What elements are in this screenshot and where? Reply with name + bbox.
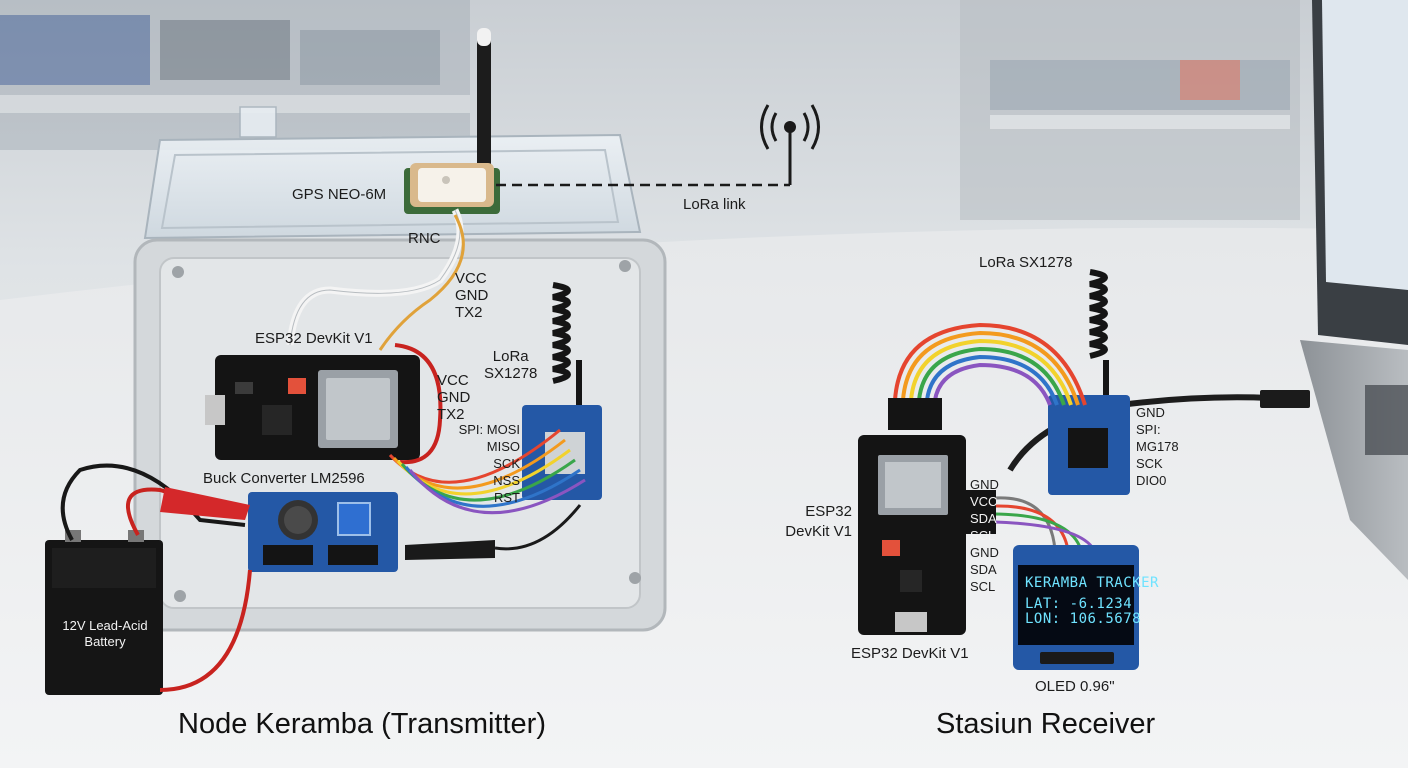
pin-spi-mosi: SPI: MOSI xyxy=(458,422,520,437)
ribbon-wires-transmitter xyxy=(388,428,586,515)
esp32-board-receiver xyxy=(858,435,966,635)
oled-line-lon: LON: 106.5678 xyxy=(1025,611,1142,627)
label-buck-converter: Buck Converter LM2596 xyxy=(203,470,365,487)
pin-gps-gnd: GND xyxy=(455,287,489,304)
label-gps-pins: VCC GND TX2 xyxy=(455,270,488,321)
pin-esp-tx2: TX2 xyxy=(437,406,465,423)
label-esp32-transmitter: ESP32 DevKit V1 xyxy=(255,330,373,347)
label-esp32-tx-pins: VCC GND TX2 xyxy=(437,372,470,423)
label-oled-pins: GND VCC SDA SCL GND SDA SCL xyxy=(970,476,999,595)
battery xyxy=(45,530,163,695)
pin-gps-tx2: TX2 xyxy=(455,304,483,321)
label-rnc: RNC xyxy=(408,230,441,247)
label-gps-neo6m: GPS NEO-6M xyxy=(292,186,387,203)
pin-oled-vcc: VCC xyxy=(970,494,998,509)
pin-gps-vcc: VCC xyxy=(455,270,487,287)
pin-rx-spi: SPI: xyxy=(1136,422,1161,437)
buck-converter xyxy=(248,492,398,572)
pin-oled-sda-2: SDA xyxy=(970,562,997,577)
pin-esp-gnd: GND xyxy=(437,389,471,406)
label-spi-receiver: GND SPI: MG178 SCK DIO0 xyxy=(1136,404,1179,489)
pin-oled-sda: SDA xyxy=(970,511,997,526)
pin-rx-dio0: DIO0 xyxy=(1136,473,1167,488)
pin-oled-scl: SCL xyxy=(970,528,996,543)
pin-spi-miso: MISO xyxy=(486,439,520,454)
pin-oled-gnd: GND xyxy=(970,477,999,492)
oled-wires xyxy=(994,496,1096,551)
pin-rx-sck: SCK xyxy=(1136,456,1163,471)
label-esp32-receiver-bottom: ESP32 DevKit V1 xyxy=(851,645,969,662)
pin-rx-gnd: GND xyxy=(1136,405,1165,420)
oled-line-lat: LAT: -6.1234 xyxy=(1025,596,1133,612)
pin-oled-gnd-2: GND xyxy=(970,545,999,560)
gps-module xyxy=(404,163,500,214)
pin-esp-vcc: VCC xyxy=(437,372,469,389)
label-battery: 12V Lead-Acid Battery xyxy=(62,618,148,649)
lora-module-transmitter xyxy=(522,282,602,500)
label-oled: OLED 0.96" xyxy=(1035,678,1115,695)
title-receiver: Stasiun Receiver xyxy=(936,708,1156,740)
pin-spi-sck: SCK xyxy=(493,456,520,471)
label-lora-link: LoRa link xyxy=(683,196,746,213)
laptop xyxy=(1300,0,1408,580)
label-esp32-receiver-side: ESP32 DevKit V1 xyxy=(785,503,852,540)
lora-link-signal xyxy=(496,104,820,187)
background-shelves xyxy=(0,0,1300,220)
ribbon-wires-receiver xyxy=(893,322,1087,406)
gps-antenna-stick xyxy=(477,28,491,180)
label-lora-transmitter: LoRa SX1278 xyxy=(484,348,538,382)
lora-module-receiver xyxy=(1048,269,1130,495)
oled-module xyxy=(1013,545,1139,670)
title-transmitter: Node Keramba (Transmitter) xyxy=(178,708,546,740)
pin-spi-rst: RST xyxy=(494,490,520,505)
label-lora-receiver: LoRa SX1278 xyxy=(979,254,1073,271)
label-spi-transmitter: SPI: MOSI MISO SCK NSS RST xyxy=(448,421,520,506)
pin-spi-nss: NSS xyxy=(493,473,520,488)
pin-rx-mg178: MG178 xyxy=(1136,439,1179,454)
esp32-board-transmitter xyxy=(205,355,420,460)
pin-oled-scl-2: SCL xyxy=(970,579,996,594)
oled-line-title: KERAMBA TRACKER xyxy=(1025,575,1159,591)
